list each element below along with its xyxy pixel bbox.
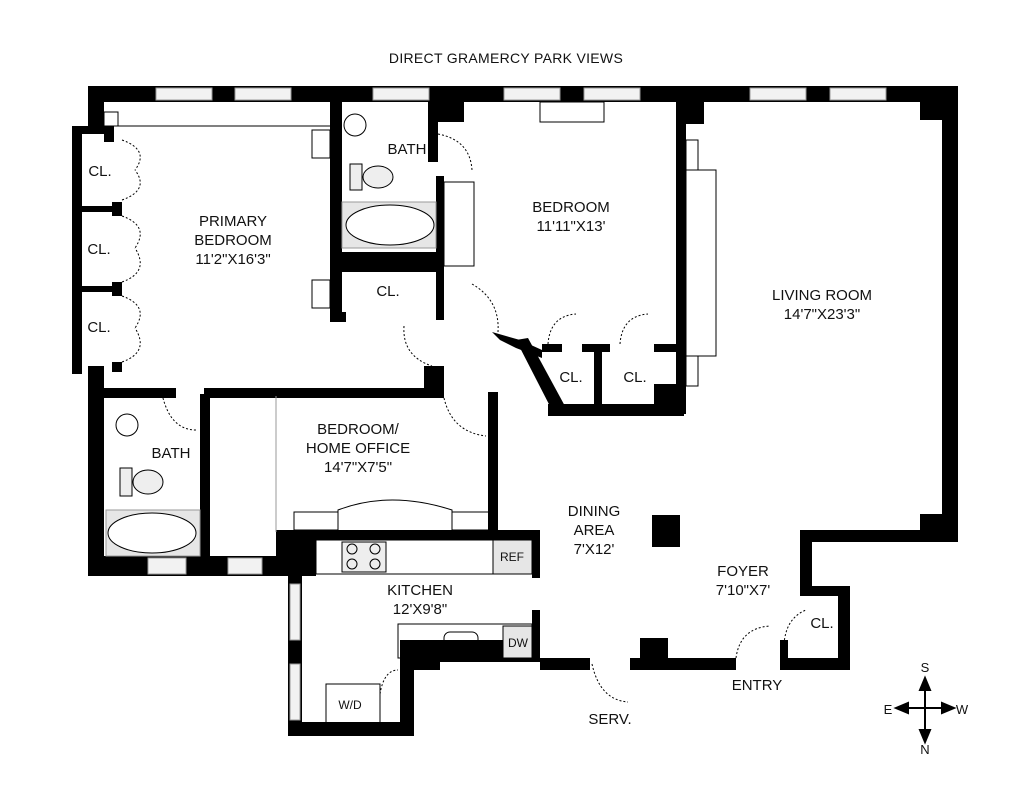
closet-label: CL. (376, 283, 400, 300)
room-name: PRIMARY (198, 213, 268, 230)
primary-bedroom-label: PRIMARY BEDROOM 11'2"X16'3" (194, 212, 272, 269)
room-dimensions: 11'2"X16'3" (195, 251, 271, 268)
compass-north: N (920, 742, 930, 757)
compass-west: W (955, 702, 969, 717)
closet-label: CL. (87, 319, 111, 336)
closet-label: CL. (87, 241, 111, 258)
bedroom-office-label: BEDROOM/ HOME OFFICE 14'7"X7'5" (306, 420, 410, 477)
foyer-label: FOYER 7'10"X7' (716, 562, 770, 600)
floor-plan-title: DIRECT GRAMERCY PARK VIEWS (388, 50, 624, 66)
washer-dryer-label: W/D (338, 698, 362, 712)
room-name: BEDROOM (194, 232, 272, 249)
refrigerator-label: REF (500, 550, 524, 564)
room-name: DINING (567, 503, 621, 520)
room-name: BEDROOM/ (317, 421, 399, 438)
fixtures (103, 101, 717, 725)
room-name: AREA (573, 522, 615, 539)
kitchen-label: KITCHEN 12'X9'8" (387, 581, 453, 619)
lower-bath-label: BATH (151, 445, 191, 462)
living-room-label: LIVING ROOM 14'7"X23'3" (772, 286, 872, 324)
upper-bath-label: BATH (387, 141, 427, 158)
walls (72, 86, 958, 736)
room-name: LIVING ROOM (771, 287, 873, 304)
closet-label: CL. (810, 615, 834, 632)
room-name: KITCHEN (387, 582, 453, 599)
service-entrance-label: SERV. (588, 711, 632, 728)
room-name: FOYER (717, 563, 769, 580)
closet-label: CL. (623, 369, 647, 386)
dining-area-label: DINING AREA 7'X12' (568, 502, 621, 559)
room-dimensions: 14'7"X23'3" (783, 306, 861, 323)
closet-label: CL. (559, 369, 583, 386)
room-dimensions: 12'X9'8" (392, 601, 448, 618)
room-dimensions: 14'7"X7'5" (323, 459, 393, 476)
room-dimensions: 7'X12' (573, 541, 615, 558)
door-swings (121, 133, 807, 703)
room-dimensions: 7'10"X7' (715, 582, 771, 599)
bedroom-label: BEDROOM 11'11"X13' (532, 198, 610, 236)
room-name: BEDROOM (532, 199, 610, 216)
dishwasher-label: DW (508, 636, 528, 650)
closet-label: CL. (88, 163, 112, 180)
compass-south: S (920, 660, 930, 675)
compass (893, 675, 957, 745)
windows (147, 87, 887, 721)
room-dimensions: 11'11"X13' (536, 218, 606, 235)
entry-label: ENTRY (731, 677, 783, 694)
compass-east: E (883, 702, 893, 717)
room-name: HOME OFFICE (305, 440, 411, 457)
